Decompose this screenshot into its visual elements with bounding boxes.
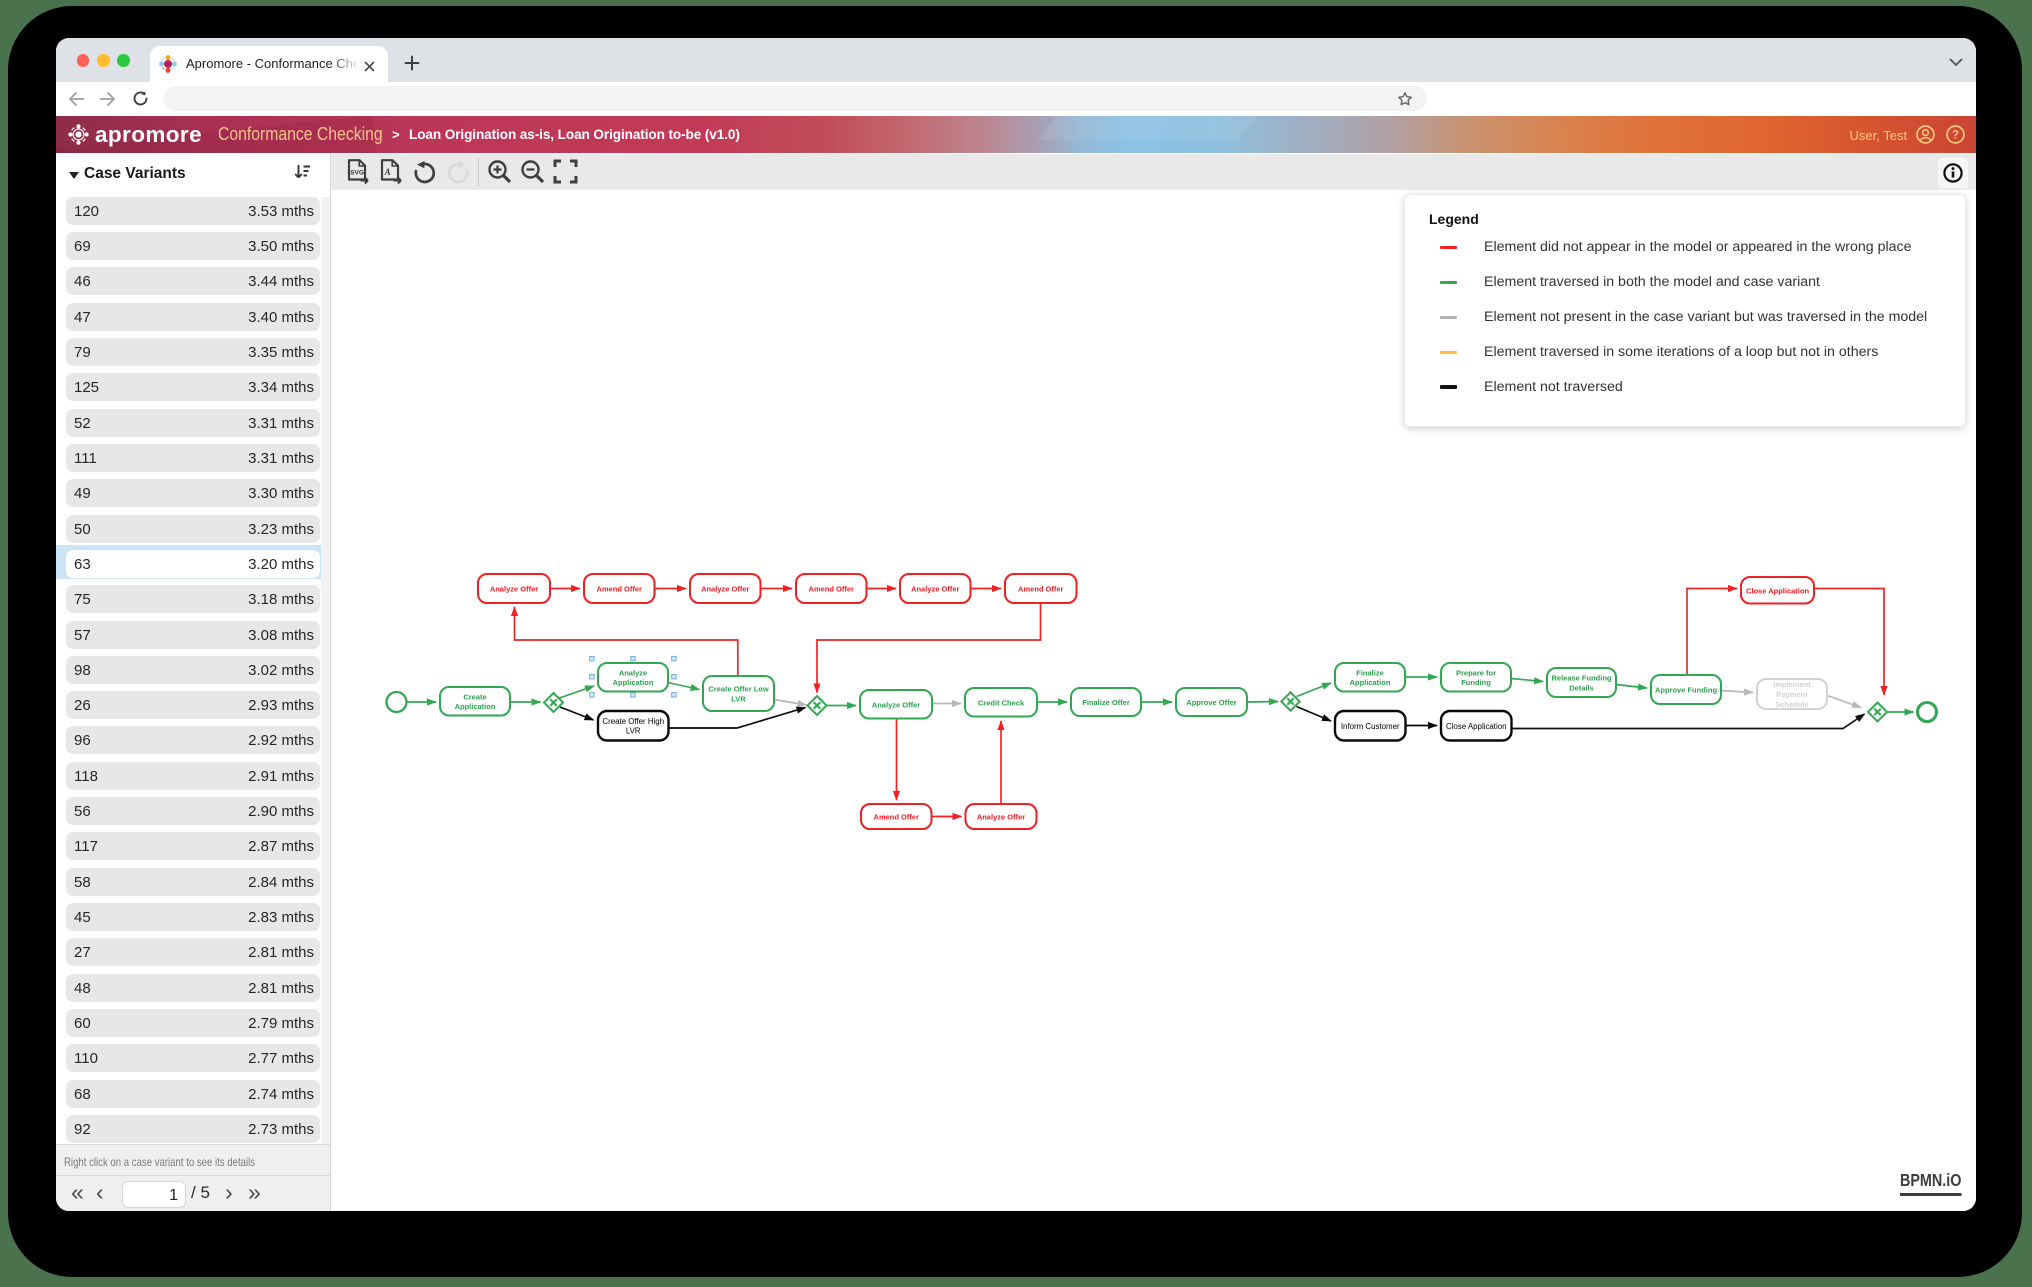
svg-text:Analyze Offer: Analyze Offer	[701, 585, 749, 594]
svg-text:Analyze Offer: Analyze Offer	[977, 813, 1025, 822]
svg-text:?: ?	[1952, 130, 1959, 142]
svg-text:Inform Customer: Inform Customer	[1341, 722, 1400, 731]
svg-text:Close Application: Close Application	[1446, 722, 1507, 731]
svg-text:Analyze Offer: Analyze Offer	[490, 585, 538, 594]
svg-text:Finalize Offer: Finalize Offer	[1082, 698, 1130, 707]
svg-text:Analyze Offer: Analyze Offer	[911, 585, 959, 594]
svg-text:A: A	[384, 167, 391, 177]
svg-text:Approve Funding: Approve Funding	[1655, 686, 1717, 695]
svg-text:Close Application: Close Application	[1746, 586, 1809, 595]
svg-text:Amend Offer: Amend Offer	[809, 585, 855, 594]
svg-text:Analyze Offer: Analyze Offer	[872, 700, 920, 709]
svg-text:Amend Offer: Amend Offer	[874, 813, 920, 822]
svg-text:SVG: SVG	[350, 170, 364, 177]
svg-text:Amend Offer: Amend Offer	[1018, 585, 1064, 594]
svg-text:Credit Check: Credit Check	[978, 698, 1025, 707]
svg-text:Amend Offer: Amend Offer	[597, 585, 643, 594]
svg-text:Approve Offer: Approve Offer	[1186, 698, 1237, 707]
